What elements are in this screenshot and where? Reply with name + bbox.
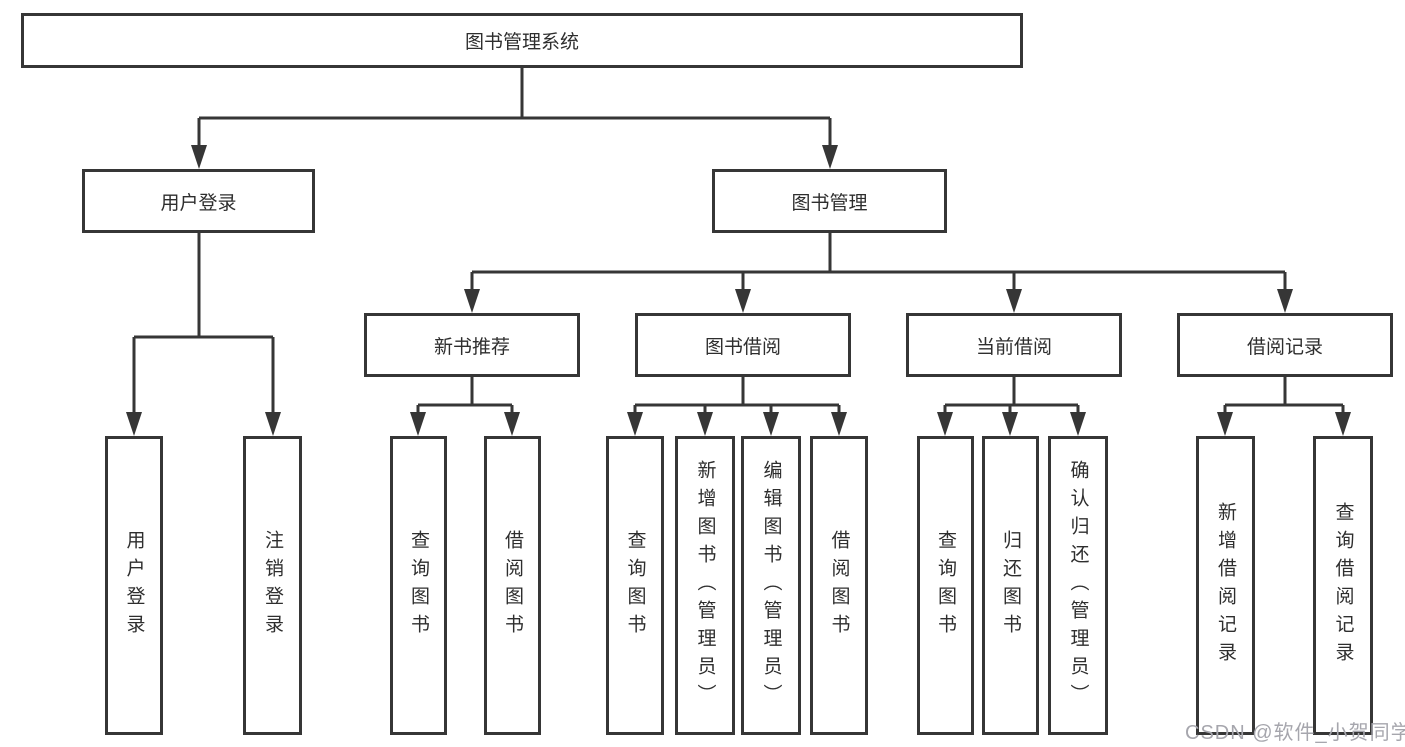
node-library-management-system: 图书管理系统 bbox=[21, 13, 1023, 68]
leaf-logout: 注销登录 bbox=[243, 436, 302, 735]
connector-segments bbox=[132, 68, 1345, 414]
node-new-book-recommendation: 新书推荐 bbox=[364, 313, 580, 377]
leaf-query-books-current: 查询图书 bbox=[917, 436, 974, 735]
leaf-borrow-books-recommend: 借阅图书 bbox=[484, 436, 541, 735]
leaf-add-borrow-record: 新增借阅记录 bbox=[1196, 436, 1255, 735]
leaf-confirm-return-admin: 确认归还（管理员） bbox=[1048, 436, 1108, 735]
node-book-borrowing: 图书借阅 bbox=[635, 313, 851, 377]
leaf-add-books-admin: 新增图书（管理员） bbox=[675, 436, 735, 735]
arrowheads bbox=[126, 145, 1351, 436]
node-user-login: 用户登录 bbox=[82, 169, 315, 233]
node-borrowing-records: 借阅记录 bbox=[1177, 313, 1393, 377]
leaf-user-login: 用户登录 bbox=[105, 436, 163, 735]
leaf-query-books-borrow: 查询图书 bbox=[606, 436, 664, 735]
leaf-return-books: 归还图书 bbox=[982, 436, 1039, 735]
leaf-query-borrow-record: 查询借阅记录 bbox=[1313, 436, 1373, 735]
leaf-query-books-recommend: 查询图书 bbox=[390, 436, 447, 735]
node-current-borrowing: 当前借阅 bbox=[906, 313, 1122, 377]
csdn-watermark: CSDN @软件_小贺同学 bbox=[1185, 722, 1405, 744]
leaf-borrow-books: 借阅图书 bbox=[810, 436, 868, 735]
node-book-management: 图书管理 bbox=[712, 169, 947, 233]
leaf-edit-books-admin: 编辑图书（管理员） bbox=[741, 436, 801, 735]
